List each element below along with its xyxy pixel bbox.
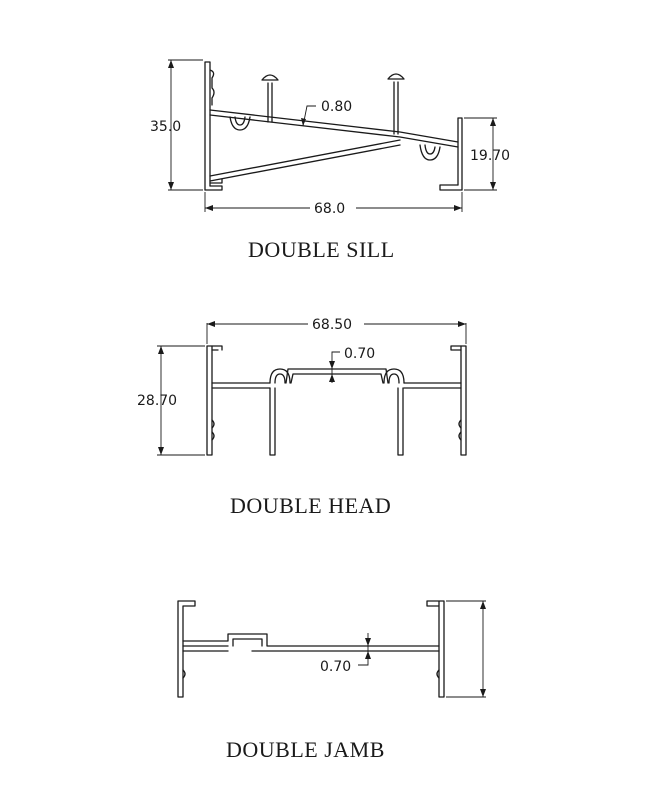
sill-width-dim: 68.0: [314, 201, 345, 217]
head-width-dim: 68.50: [312, 317, 352, 333]
head-wall-dim: 0.70: [344, 346, 375, 362]
double-jamb-drawing: [177, 600, 486, 698]
double-head-drawing: [157, 321, 467, 456]
jamb-wall-dim: 0.70: [320, 659, 351, 675]
sill-height-dim: 35.0: [150, 119, 181, 135]
double-sill-drawing: [168, 59, 497, 212]
head-title: DOUBLE HEAD: [230, 493, 391, 518]
head-height-dim: 28.70: [137, 393, 177, 409]
sill-wall-dim: 0.80: [321, 99, 352, 115]
jamb-title: DOUBLE JAMB: [226, 737, 385, 762]
sill-title: DOUBLE SILL: [248, 237, 395, 262]
sill-side-height-dim: 19.70: [470, 148, 510, 164]
